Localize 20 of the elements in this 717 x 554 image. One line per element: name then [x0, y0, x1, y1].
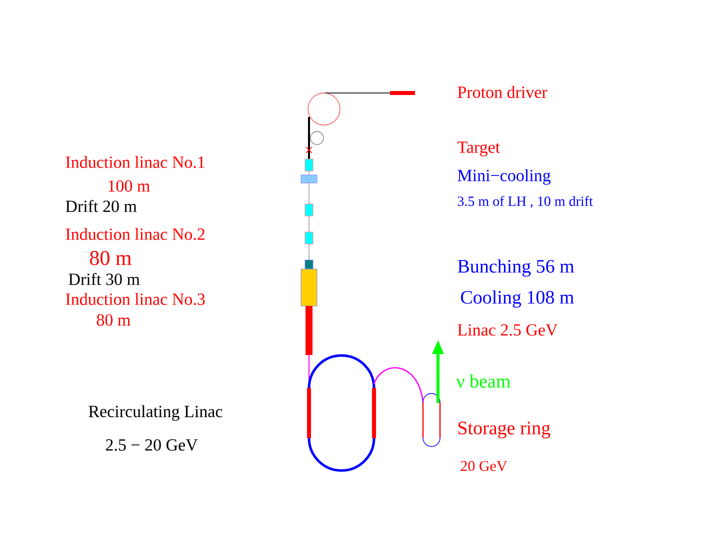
- label-text: 20 GeV: [460, 460, 508, 472]
- label-text: Induction linac No.1: [66, 156, 204, 168]
- label-text: 2.5 − 20 GeV: [106, 439, 198, 451]
- label-text: Mini−cooling: [458, 169, 551, 185]
- label-text: Bunching 56 m: [458, 259, 574, 277]
- label-text: Recirculating Linac: [88, 405, 222, 421]
- label-text: Target: [458, 142, 500, 156]
- label-text: Drift 30 m: [68, 272, 140, 286]
- label-text: 80 m: [90, 250, 132, 266]
- label-text: Proton driver: [458, 86, 548, 98]
- label-text: ν beam: [456, 374, 510, 388]
- label-text: Induction linac No.3: [66, 293, 205, 306]
- label-text: Cooling 108 m: [461, 290, 574, 308]
- label-text: 100 m: [108, 180, 150, 192]
- label-text: Induction linac No.2: [66, 228, 204, 240]
- label-text: 3.5 m of LH , 10 m drift: [458, 196, 593, 208]
- label-text: Drift 20 m: [66, 200, 137, 212]
- label-text: Storage ring: [458, 422, 550, 438]
- label-text: 80 m: [96, 314, 130, 326]
- label-text: Linac 2.5 GeV: [458, 324, 558, 336]
